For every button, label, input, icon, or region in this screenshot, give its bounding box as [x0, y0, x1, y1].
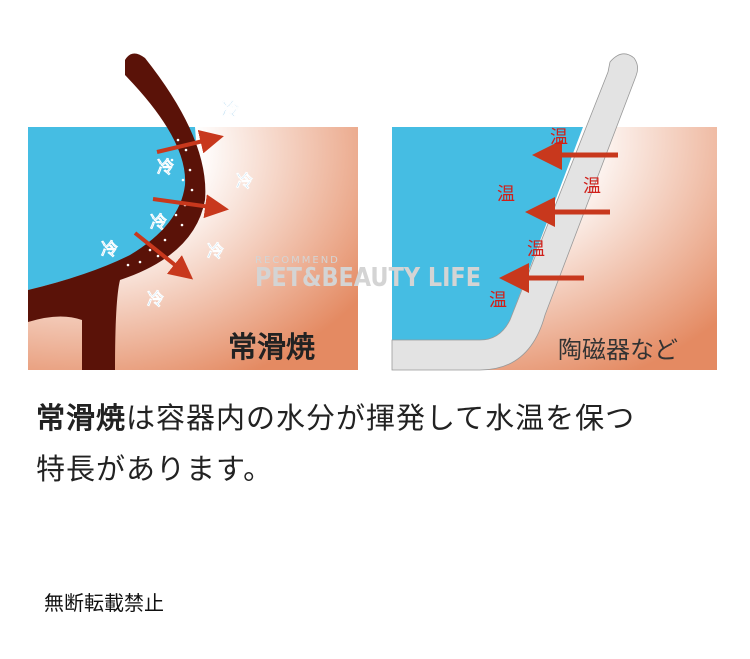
- cold-markers: 冷 冷 冷 冷 冷 冷 冷: [101, 99, 254, 311]
- watermark-top: RECOMMEND: [255, 255, 340, 266]
- caption-highlight: 常滑焼: [36, 401, 127, 435]
- left-panel-tokoname: 冷 冷 冷 冷 冷 冷 冷 常滑焼: [28, 53, 358, 371]
- warm-marker: 温: [489, 290, 507, 311]
- caption-text: は容器内の水分が揮発して水温を保つ: [126, 401, 636, 435]
- arrow-outward: [156, 129, 224, 154]
- cold-marker: 冷: [150, 212, 167, 233]
- arrow-outward: [133, 231, 194, 280]
- cold-marker: 冷: [222, 99, 239, 120]
- cold-marker: 冷: [147, 289, 164, 310]
- caption-line-2: 特長があります。: [36, 452, 274, 486]
- arrow-outward: [152, 194, 229, 219]
- cold-marker: 冷: [207, 241, 224, 262]
- warm-markers: 温 温 温 温 温: [489, 127, 601, 311]
- no-reproduction-notice: 無断転載禁止: [44, 591, 164, 615]
- water: [392, 127, 583, 340]
- comparison-illustration: 冷 冷 冷 冷 冷 冷 冷 常滑焼 温 温 温 温 温 陶磁器など RECOMM…: [28, 53, 717, 371]
- right-panel-ceramics: 温 温 温 温 温 陶磁器など: [391, 53, 717, 371]
- cold-marker: 冷: [236, 171, 253, 192]
- pot-wall: [28, 53, 206, 371]
- tokoname-label: 常滑焼: [228, 330, 315, 364]
- watermark-main: PET&BEAUTY LIFE: [255, 263, 481, 293]
- water: [28, 127, 197, 290]
- watermark: RECOMMEND PET&BEAUTY LIFE: [255, 255, 481, 293]
- cold-marker: 冷: [157, 157, 174, 178]
- warm-marker: 温: [550, 127, 568, 148]
- warm-marker: 温: [497, 184, 515, 205]
- cold-marker: 冷: [101, 239, 118, 260]
- ceramics-label: 陶磁器など: [558, 336, 678, 364]
- warm-marker: 温: [527, 239, 545, 260]
- caption-line-1: 常滑焼は容器内の水分が揮発して水温を保つ: [36, 395, 635, 437]
- ceramic-wall: [391, 53, 638, 371]
- warm-marker: 温: [583, 176, 601, 197]
